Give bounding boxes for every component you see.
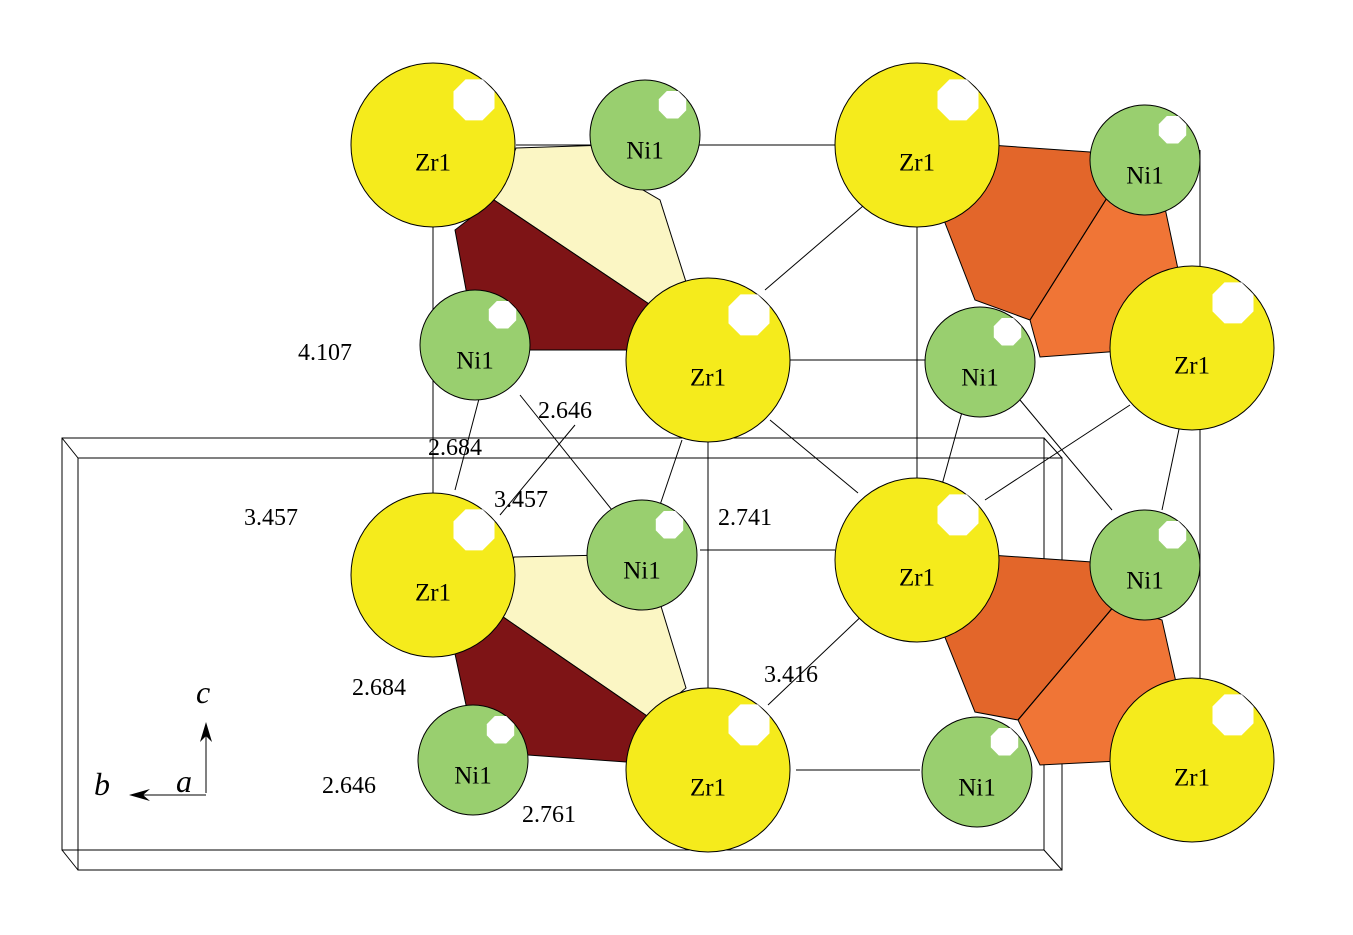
ni-atom: Ni1 xyxy=(589,79,701,191)
atom-highlight xyxy=(990,728,1019,756)
distance-label: 2.646 xyxy=(322,773,376,799)
zr-atom: Zr1 xyxy=(625,687,791,853)
atom-highlight xyxy=(1158,116,1187,144)
distance-labels: 4.107 2.646 2.684 3.457 3.457 2.741 2.684 3.416… xyxy=(244,340,818,828)
atom-highlight xyxy=(488,301,517,329)
atom-highlight xyxy=(937,79,979,121)
distance-label: 2.684 xyxy=(352,675,406,701)
atom-label: Ni1 xyxy=(456,348,494,375)
distance-label: 3.457 xyxy=(494,487,548,513)
c-arrow-head xyxy=(200,722,212,742)
a-axis-label: a xyxy=(176,763,192,799)
atom-label: Zr1 xyxy=(690,365,726,392)
atom-highlight xyxy=(486,716,515,744)
atom-label: Ni1 xyxy=(454,763,492,790)
zr-atom: Zr1 xyxy=(834,477,1000,643)
zr-atom: Zr1 xyxy=(834,62,1000,228)
atom-highlight xyxy=(453,79,495,121)
ni-atom: Ni1 xyxy=(921,716,1033,828)
b-axis-label: b xyxy=(94,766,110,802)
atom-highlight xyxy=(655,511,684,539)
atom-highlight xyxy=(1158,521,1187,549)
atom-label: Zr1 xyxy=(690,775,726,802)
distance-label: 2.741 xyxy=(718,505,772,531)
atom-label: Ni1 xyxy=(961,365,999,392)
atom-label: Zr1 xyxy=(415,150,451,177)
ni-atom: Ni1 xyxy=(419,289,531,401)
distance-label: 3.457 xyxy=(244,505,298,531)
distance-label: 2.684 xyxy=(428,435,482,461)
distance-label: 2.761 xyxy=(522,802,576,828)
atom-label: Ni1 xyxy=(623,558,661,585)
zr-atom: Zr1 xyxy=(350,492,516,658)
ni-atom: Ni1 xyxy=(1089,509,1201,621)
atom-highlight xyxy=(993,318,1022,346)
atom-label: Zr1 xyxy=(1174,353,1210,380)
zr-atom: Zr1 xyxy=(1109,265,1275,431)
atom-label: Ni1 xyxy=(958,775,996,802)
atom-highlight xyxy=(1212,694,1254,736)
atom-label: Ni1 xyxy=(626,138,664,165)
atom-label: Zr1 xyxy=(415,580,451,607)
atom-highlight xyxy=(1212,282,1254,324)
distance-label: 4.107 xyxy=(298,340,352,366)
atom-label: Ni1 xyxy=(1126,163,1164,190)
atom-label: Zr1 xyxy=(1174,765,1210,792)
b-arrow-head xyxy=(129,789,150,801)
ni-atom: Ni1 xyxy=(586,499,698,611)
atom-label: Ni1 xyxy=(1126,568,1164,595)
ni-atom: Ni1 xyxy=(924,306,1036,418)
zr-atom: Zr1 xyxy=(350,62,516,228)
distance-label: 2.646 xyxy=(538,398,592,424)
atom-label: Zr1 xyxy=(899,150,935,177)
ni-atom: Ni1 xyxy=(417,704,529,816)
atom-highlight xyxy=(453,509,495,551)
atom-highlight xyxy=(728,294,770,336)
ni-atom: Ni1 xyxy=(1089,104,1201,216)
axes-indicator: c b a xyxy=(94,674,212,802)
atom-label: Zr1 xyxy=(899,565,935,592)
zr-atom: Zr1 xyxy=(1109,677,1275,843)
distance-label: 3.416 xyxy=(764,662,818,688)
zr-atom: Zr1 xyxy=(625,277,791,443)
atom-highlight xyxy=(937,494,979,536)
atom-highlight xyxy=(658,91,687,119)
atom-highlight xyxy=(728,704,770,746)
c-axis-label: c xyxy=(196,674,210,710)
